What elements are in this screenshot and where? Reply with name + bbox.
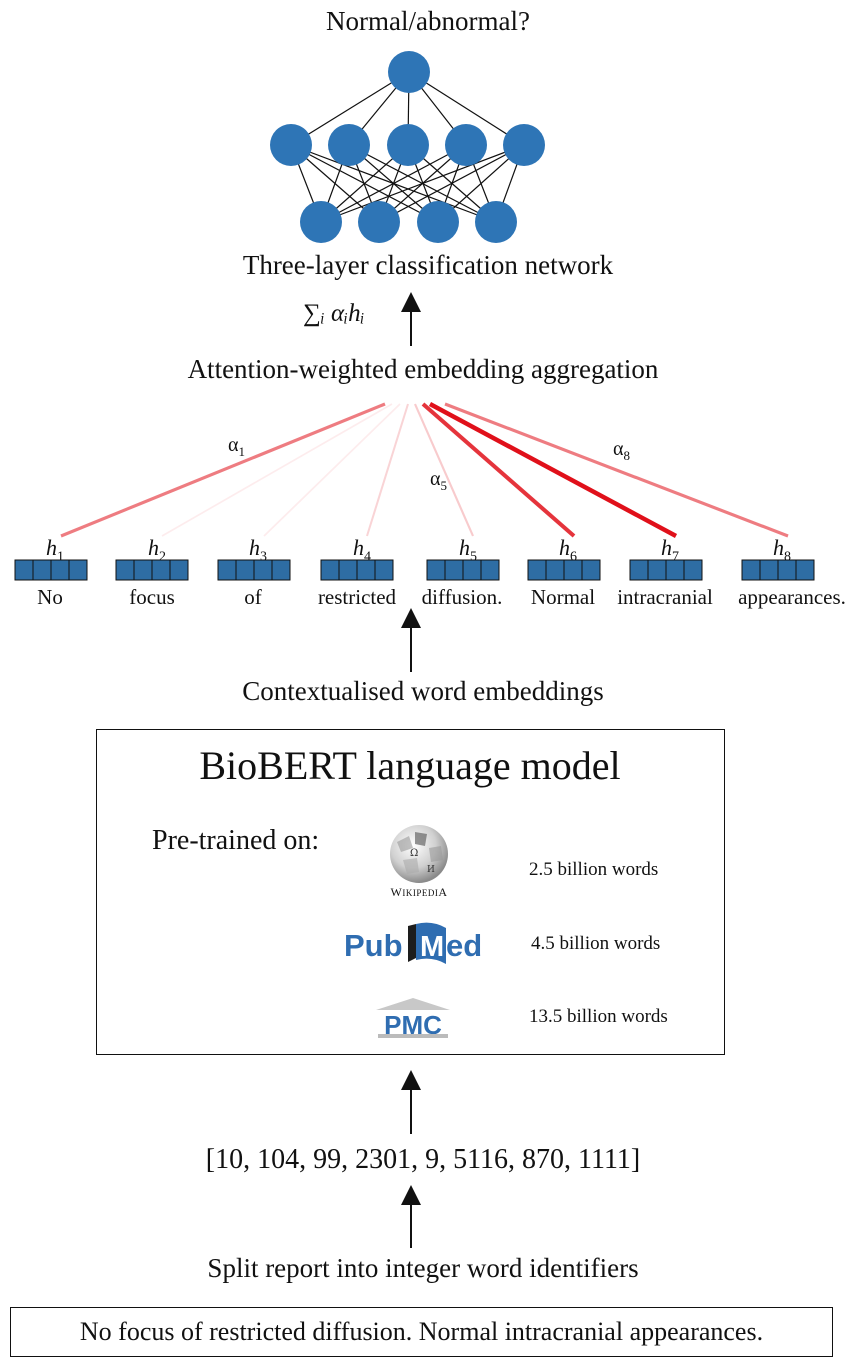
wikipedia-count: 2.5 billion words [529,859,659,880]
svg-text:ed: ed [446,928,482,963]
attention-line-6 [421,402,576,538]
embeddings-label: Contextualised word embeddings [242,676,604,706]
network-edge [320,144,467,223]
network-node [445,124,487,166]
split-label: Split report into integer word identifie… [207,1253,639,1283]
embedding-vector-2 [115,559,189,581]
attention-line-5 [414,403,474,537]
word-label-5: diffusion. [421,585,503,609]
biobert-title: BioBERT language model [199,743,621,788]
pmc-count: 13.5 billion words [529,1006,668,1027]
attention-line-4 [366,403,409,537]
h-label-7: h7 [661,535,679,565]
alpha-label-5: α5 [430,468,447,493]
network-node [270,124,312,166]
svg-text:И: И [427,865,435,875]
embedding-vector-4 [320,559,394,581]
attention-line-1 [60,402,386,538]
attention-line-2 [161,403,393,537]
attention-line-7 [428,402,678,538]
alpha-label-8: α8 [613,438,630,463]
network-node [417,201,459,243]
h-label-2: h2 [148,535,166,565]
h-label-1: h1 [46,535,64,565]
h-label-4: h4 [353,535,371,565]
embedding-vector-1 [14,559,88,581]
word-label-1: No [37,585,63,609]
h-label-8: h8 [773,535,791,565]
pretrained-label: Pre-trained on: [152,825,320,856]
embedding-vector-7 [629,559,703,581]
network-node [358,201,400,243]
word-label-3: of [244,585,262,609]
pubmed-logo: Pub M ed [342,920,502,970]
embedding-vector-8 [741,559,815,581]
attention-line-3 [263,403,401,537]
aggregation-label: Attention-weighted embedding aggregation [187,354,659,384]
h-label-6: h6 [559,535,577,565]
word-label-8: appearances. [738,585,846,609]
h-label-5: h5 [459,535,477,565]
classifier-label: Three-layer classification network [242,250,614,280]
embedding-vector-6 [527,559,601,581]
network-edge [378,144,525,223]
svg-text:Ω: Ω [410,848,418,859]
h-label-3: h3 [249,535,267,565]
network-nodes [270,51,545,243]
network-node [328,124,370,166]
network-edge [290,71,410,146]
word-label-6: Normal [530,585,596,609]
embedding-vector-5 [426,559,500,581]
biobert-panel: BioBERT language model Pre-trained on: Ω… [96,729,725,1055]
embedding-vectors [14,559,815,581]
wikipedia-logo: Ω И WIKIPEDIA [363,824,475,900]
svg-text:Pub: Pub [344,928,403,963]
embedding-vector-3 [217,559,291,581]
aggregation-formula: ∑ᵢ αᵢhᵢ [303,300,365,327]
network-node [475,201,517,243]
svg-text:WIKIPEDIA: WIKIPEDIA [391,885,448,899]
svg-text:M: M [420,931,444,963]
attention-line-8 [444,402,789,538]
network-edge [408,71,525,146]
pmc-logo: PMC [372,996,454,1040]
token-ids: [10, 104, 99, 2301, 9, 5116, 870, 1111] [205,1144,641,1175]
network-node [387,124,429,166]
word-label-4: restricted [317,585,397,609]
attention-lines [60,402,789,538]
output-question: Normal/abnormal? [326,6,530,36]
alpha-label-1: α1 [228,434,245,459]
network-node [300,201,342,243]
network-node [503,124,545,166]
network-edge [320,144,525,223]
word-label-2: focus [129,585,175,609]
word-label-7: intracranial [617,585,713,609]
pubmed-count: 4.5 billion words [531,933,661,954]
network-node [388,51,430,93]
report-text-box: No focus of restricted diffusion. Normal… [10,1307,833,1357]
